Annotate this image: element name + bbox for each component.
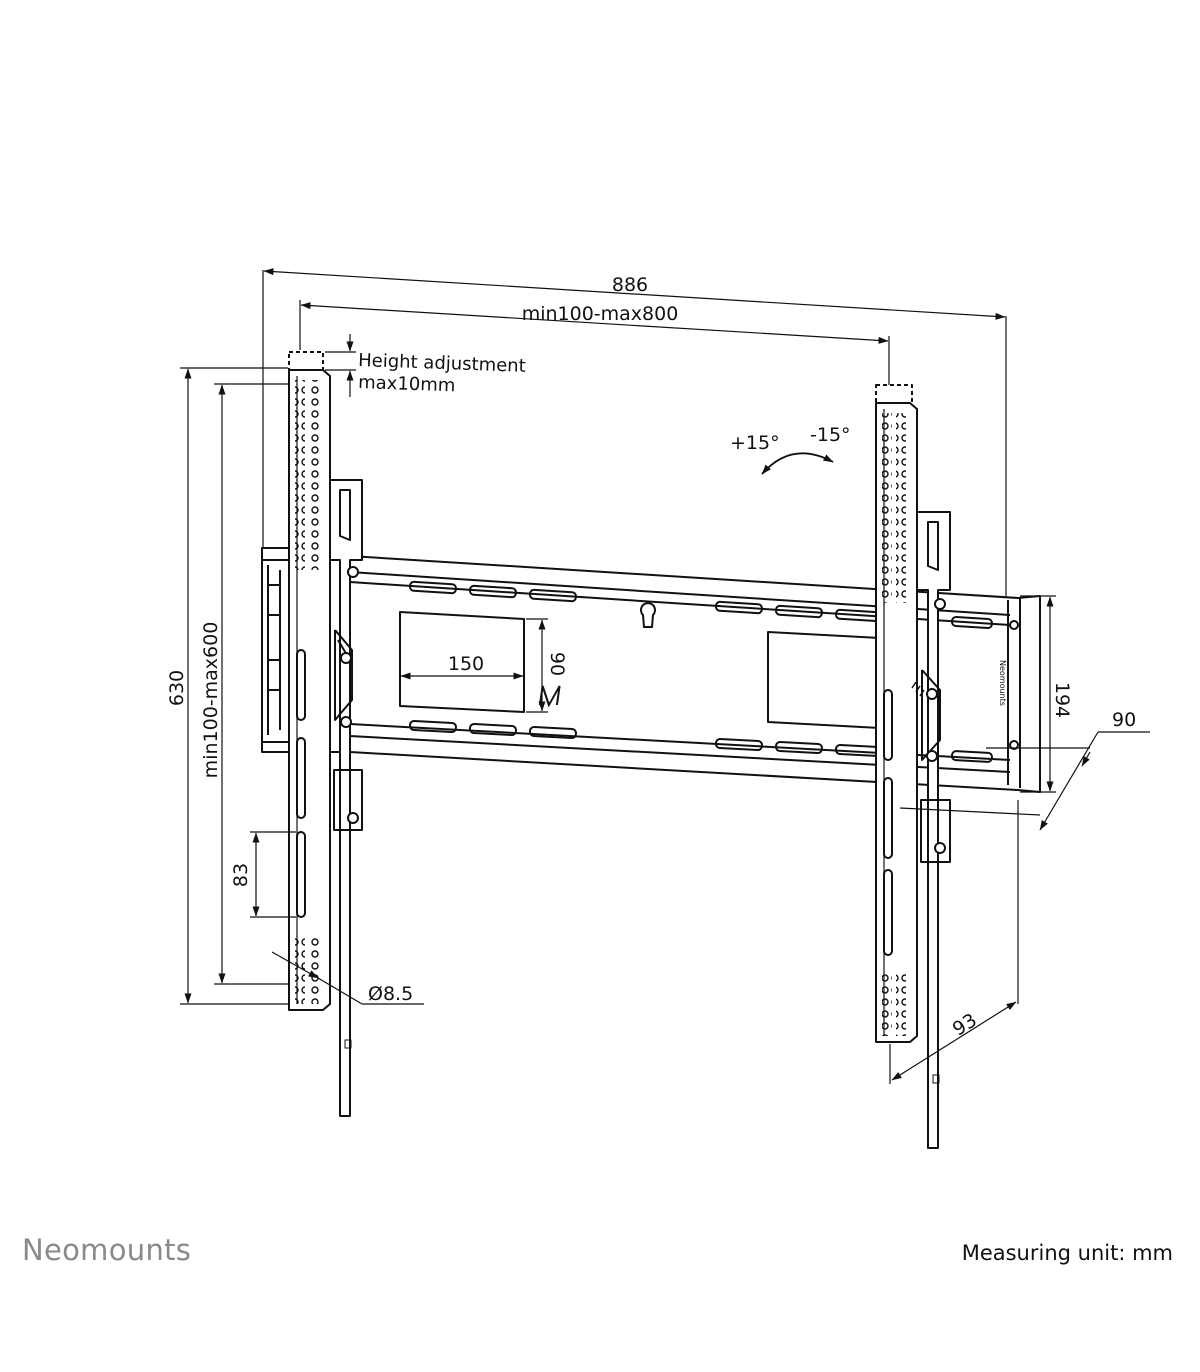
label-overall-height: 630	[166, 670, 188, 706]
brand-logo: Neomounts	[22, 1233, 192, 1267]
curved-double-arrow-icon	[761, 452, 834, 475]
label-tilt-down: -15°	[810, 424, 851, 446]
upper-slots	[408, 580, 993, 630]
label-plate-opening-height: 90	[546, 652, 568, 676]
label-vesa-height-range: min100-max600	[200, 622, 222, 779]
right-arm	[875, 384, 951, 1149]
label-depth-min: 90	[1112, 709, 1136, 731]
label-overall-width: 886	[612, 274, 648, 296]
measuring-unit-note: Measuring unit: mm	[961, 1241, 1173, 1265]
plate-brand-text: Neomounts	[998, 660, 1007, 706]
dimension-lines	[180, 268, 1150, 1084]
dimension-labels: 886 min100-max800 Height adjustment max1…	[166, 274, 1136, 1041]
wall-plate	[261, 547, 1041, 793]
label-plate-opening-width: 150	[448, 653, 484, 675]
label-height-adjust-2: max10mm	[358, 372, 456, 396]
label-vesa-width-range: min100-max800	[522, 303, 679, 325]
label-slot-spacing: 83	[230, 863, 252, 887]
label-wall-plate-height: 194	[1051, 682, 1073, 718]
label-hole-diameter: Ø8.5	[368, 983, 413, 1005]
keyhole	[640, 602, 656, 628]
label-depth-max: 93	[949, 1009, 981, 1040]
label-tilt-up: +15°	[730, 432, 780, 454]
plate-opening-left	[399, 611, 525, 713]
lower-slots	[408, 720, 993, 763]
